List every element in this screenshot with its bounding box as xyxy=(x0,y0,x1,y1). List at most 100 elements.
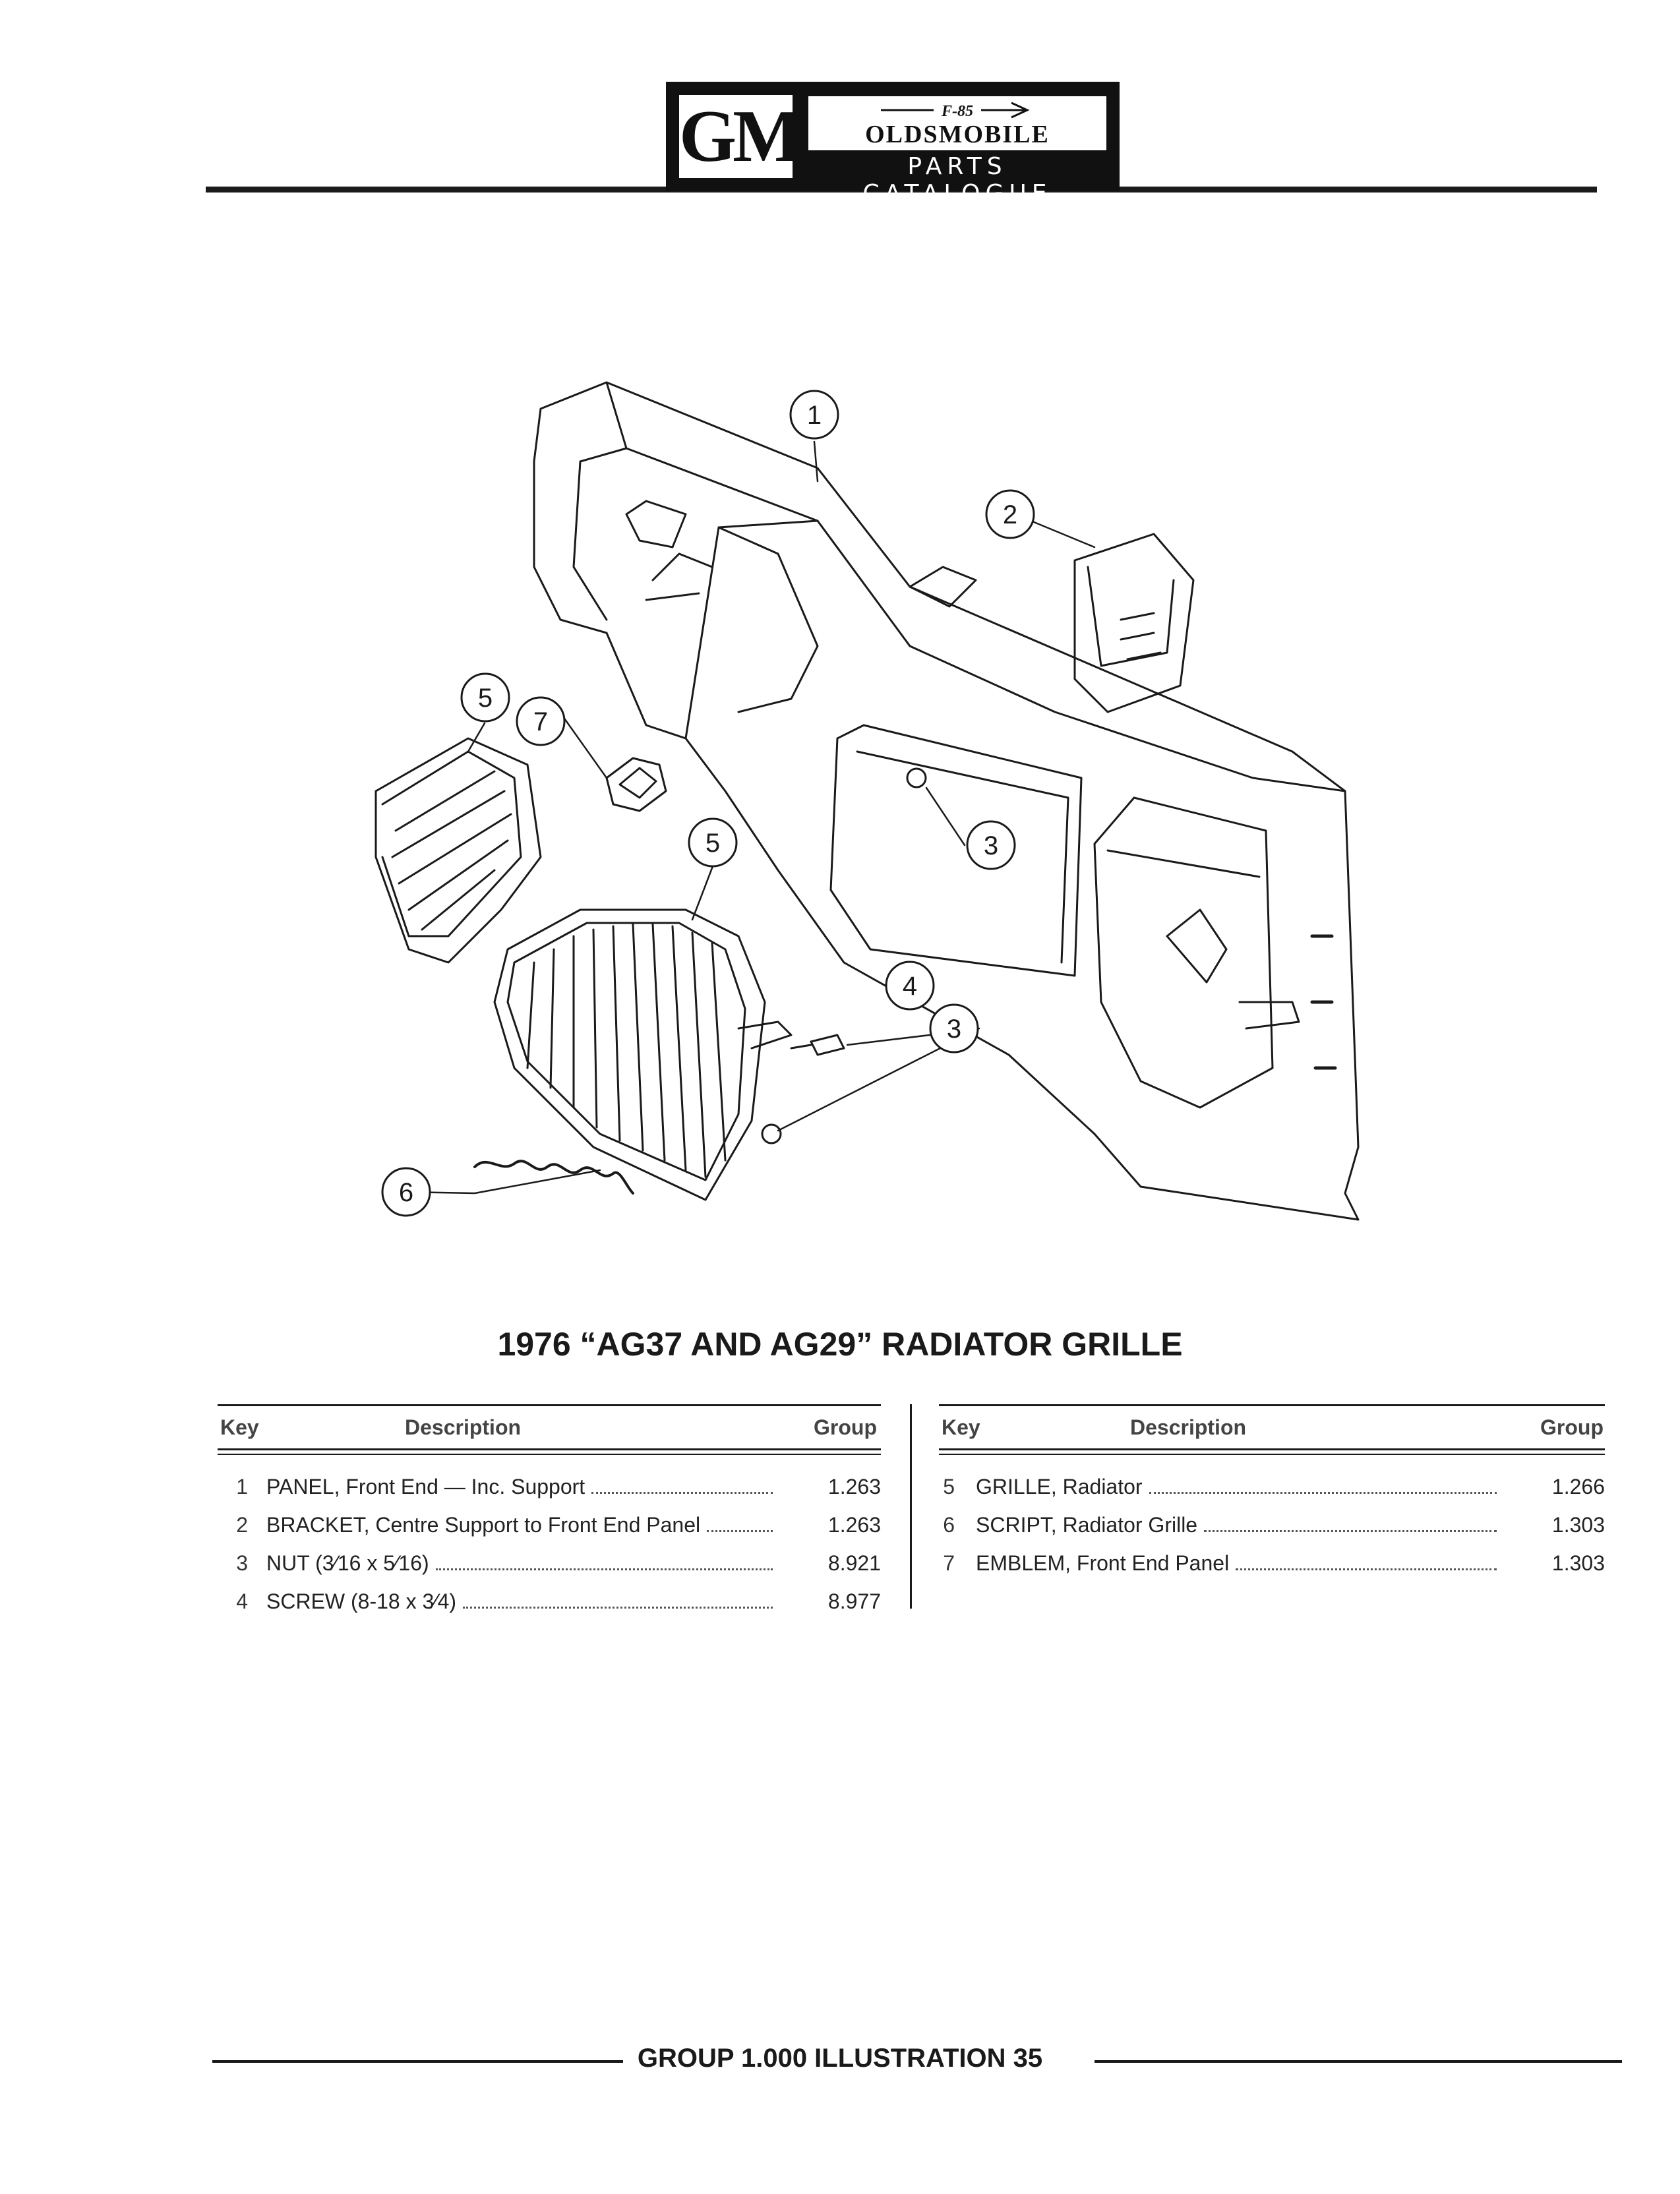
callout-2-label: 2 xyxy=(1003,500,1017,529)
leader-dots xyxy=(463,1591,773,1609)
row-group: 1.263 xyxy=(827,1513,881,1537)
row-group: 1.263 xyxy=(827,1475,881,1498)
row-description-text: GRILLE, Radiator xyxy=(976,1475,1143,1498)
logo-model: F-85 xyxy=(941,103,973,120)
header-description: Description xyxy=(1130,1415,1247,1439)
row-key: 3 xyxy=(236,1551,248,1575)
leader-dots xyxy=(1204,1514,1497,1532)
footer-rule-right xyxy=(1095,2060,1622,2063)
callout-7 xyxy=(516,696,566,746)
f85-arrow-icon: F-85 xyxy=(881,102,1030,120)
row-description-text: SCREW (8-18 x 3⁄4) xyxy=(266,1589,457,1613)
callout-5b-label: 5 xyxy=(705,829,720,858)
row-description: BRACKET, Centre Support to Front End Pan… xyxy=(266,1513,773,1537)
row-group: 8.921 xyxy=(827,1551,881,1575)
row-description: NUT (3⁄16 x 5⁄16) xyxy=(266,1551,773,1576)
header-key: Key xyxy=(220,1415,259,1439)
callout-4 xyxy=(885,961,935,1011)
front-end-emblem-drawing xyxy=(605,757,667,812)
logo-brand: OLDSMOBILE xyxy=(865,121,1050,148)
gm-oldsmobile-logo: GM F-85 OLDSMOBILE PARTS CATALOGUE xyxy=(666,82,1120,207)
callout-5 xyxy=(460,672,510,723)
callout-3-label: 3 xyxy=(984,831,998,860)
column-separator xyxy=(910,1404,912,1609)
parts-table-right: Key Description Group 5 GRILLE, Radiator… xyxy=(939,1404,1605,1589)
parts-rows-right: 5 GRILLE, Radiator 1.266 6 SCRIPT, Radia… xyxy=(939,1475,1605,1589)
table-header: Key Description Group xyxy=(218,1406,881,1448)
header-rule xyxy=(218,1448,881,1450)
row-description-text: BRACKET, Centre Support to Front End Pan… xyxy=(266,1513,701,1537)
callout-3b-label: 3 xyxy=(947,1015,961,1044)
row-description-text: SCRIPT, Radiator Grille xyxy=(976,1513,1198,1537)
table-row: 2 BRACKET, Centre Support to Front End P… xyxy=(218,1513,881,1551)
callout-4-label: 4 xyxy=(903,972,917,1001)
gm-mark: GM xyxy=(676,92,802,181)
footer-label: GROUP 1.000 ILLUSTRATION 35 xyxy=(622,2044,1058,2073)
page-footer: GROUP 1.000 ILLUSTRATION 35 xyxy=(0,2044,1680,2073)
row-group: 1.266 xyxy=(1551,1475,1605,1498)
header-key: Key xyxy=(942,1415,980,1439)
callout-5b xyxy=(688,817,738,868)
callout-7-label: 7 xyxy=(533,707,548,736)
leader-dots xyxy=(1236,1553,1497,1570)
row-key: 5 xyxy=(943,1475,955,1498)
leader-dots xyxy=(435,1553,773,1570)
row-group: 1.303 xyxy=(1551,1551,1605,1575)
callout-6-label: 6 xyxy=(399,1178,413,1207)
radiator-grille-exploded-diagram: 1 2 3 3 4 5 5 6 7 xyxy=(375,381,1360,1221)
logo-catalogue: PARTS CATALOGUE xyxy=(862,153,1052,207)
nut-drawing xyxy=(761,1123,782,1144)
callout-1-label: 1 xyxy=(807,401,822,430)
header-rule xyxy=(218,1454,881,1455)
centre-support-bracket-drawing xyxy=(1073,533,1195,713)
callout-3b xyxy=(929,1003,979,1053)
screw-drawing xyxy=(790,1034,845,1056)
table-row: 3 NUT (3⁄16 x 5⁄16) 8.921 xyxy=(218,1551,881,1589)
leader-dots xyxy=(1149,1476,1497,1494)
table-row: 1 PANEL, Front End — Inc. Support 1.263 xyxy=(218,1475,881,1513)
parts-rows-left: 1 PANEL, Front End — Inc. Support 1.263 … xyxy=(218,1475,881,1628)
row-key: 2 xyxy=(236,1513,248,1537)
row-description: SCREW (8-18 x 3⁄4) xyxy=(266,1589,773,1614)
footer-rule-left xyxy=(212,2060,727,2063)
row-description-text: PANEL, Front End — Inc. Support xyxy=(266,1475,585,1498)
header-group: Group xyxy=(814,1415,877,1439)
callout-6 xyxy=(381,1167,431,1217)
table-header: Key Description Group xyxy=(939,1406,1605,1448)
table-row: 5 GRILLE, Radiator 1.266 xyxy=(939,1475,1605,1513)
page-title: 1976 “AG37 AND AG29” RADIATOR GRILLE xyxy=(497,1326,1183,1363)
row-description: EMBLEM, Front End Panel xyxy=(976,1551,1497,1576)
table-row: 4 SCREW (8-18 x 3⁄4) 8.977 xyxy=(218,1589,881,1628)
row-description: SCRIPT, Radiator Grille xyxy=(976,1513,1497,1537)
row-group: 8.977 xyxy=(827,1589,881,1613)
table-top-rule xyxy=(218,1404,881,1406)
callout-leaders xyxy=(405,440,1096,1195)
row-key: 4 xyxy=(236,1589,248,1613)
callout-circles xyxy=(381,390,1035,1217)
row-key: 7 xyxy=(943,1551,955,1575)
header-rule xyxy=(939,1454,1605,1455)
row-description-text: EMBLEM, Front End Panel xyxy=(976,1551,1230,1575)
grille-left-drawing xyxy=(375,737,542,964)
leader-dots xyxy=(591,1476,773,1494)
callout-2 xyxy=(985,489,1035,539)
parts-table-left: Key Description Group 1 PANEL, Front End… xyxy=(218,1404,881,1628)
table-top-rule xyxy=(939,1404,1605,1406)
header-description: Description xyxy=(405,1415,522,1439)
grille-script-drawing xyxy=(473,1160,634,1195)
callout-5-label: 5 xyxy=(478,684,493,713)
front-end-panel-drawing xyxy=(533,381,1360,1221)
callout-1 xyxy=(789,390,839,440)
grille-right-drawing xyxy=(493,908,793,1201)
row-key: 6 xyxy=(943,1513,955,1537)
row-description-text: NUT (3⁄16 x 5⁄16) xyxy=(266,1551,429,1575)
row-key: 1 xyxy=(236,1475,248,1498)
table-row: 6 SCRIPT, Radiator Grille 1.303 xyxy=(939,1513,1605,1551)
callout-3 xyxy=(966,820,1016,870)
logo-brand-box: F-85 OLDSMOBILE xyxy=(808,96,1106,150)
header-rule xyxy=(939,1448,1605,1450)
row-description: GRILLE, Radiator xyxy=(976,1475,1497,1499)
row-group: 1.303 xyxy=(1551,1513,1605,1537)
leader-dots xyxy=(707,1514,773,1532)
header-group: Group xyxy=(1540,1415,1604,1439)
